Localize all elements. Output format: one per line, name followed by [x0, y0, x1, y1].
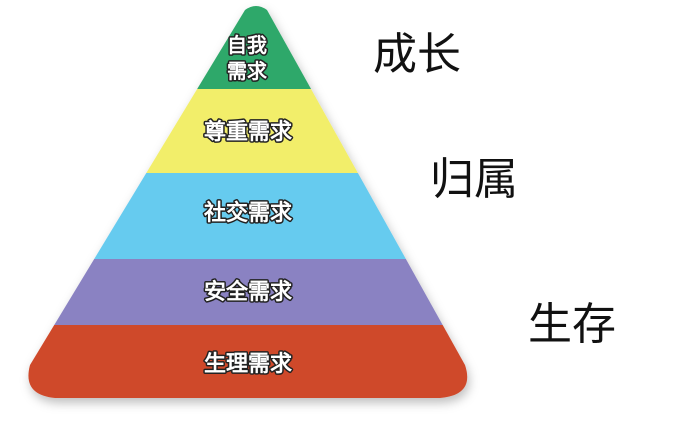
level-label-self-actualization-line2: 需求	[227, 59, 268, 83]
level-band-safety	[28, 259, 468, 325]
level-label-esteem: 尊重需求	[204, 119, 292, 145]
level-label-physiological: 生理需求	[204, 352, 292, 377]
level-band-social	[28, 173, 468, 259]
level-label-self-actualization-line1: 自我	[227, 33, 267, 57]
level-label-safety: 安全需求	[204, 279, 292, 305]
level-band-physiological	[28, 325, 468, 398]
level-band-self-actualization	[28, 6, 468, 89]
level-label-social: 社交需求	[204, 200, 292, 226]
side-label-growth: 成长	[373, 29, 461, 80]
level-band-esteem	[28, 89, 468, 173]
side-label-belonging: 归属	[430, 154, 518, 205]
side-label-survival: 生存	[528, 299, 616, 350]
